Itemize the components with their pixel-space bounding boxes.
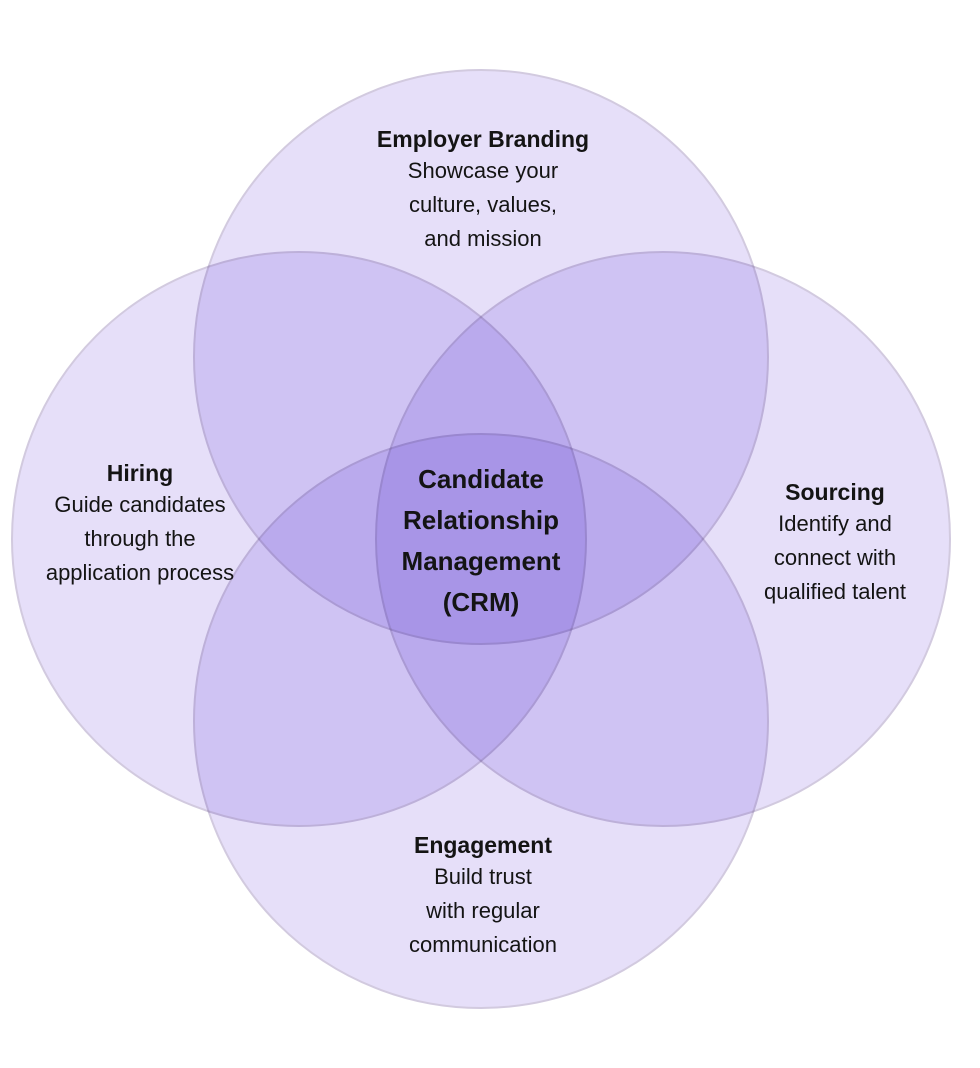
engagement-title: Engagement <box>413 832 553 858</box>
employer-branding-line: Showcase your <box>407 158 559 183</box>
engagement-line: communication <box>409 932 557 957</box>
circle-engagement <box>193 433 769 1009</box>
engagement-line: with regular <box>426 898 540 923</box>
label-employer-branding: Employer Branding Showcase your culture,… <box>283 124 683 256</box>
engagement-line: Build trust <box>434 864 532 889</box>
crm-line: Relationship <box>402 505 559 535</box>
hiring-line: through the <box>84 526 196 551</box>
label-engagement: Engagement Build trust with regular comm… <box>333 830 633 962</box>
sourcing-title: Sourcing <box>785 479 885 505</box>
label-hiring: Hiring Guide candidates through the appl… <box>20 458 260 590</box>
employer-branding-line: and mission <box>424 226 542 251</box>
label-center-crm: Candidate Relationship Management (CRM) <box>341 459 621 623</box>
crm-line: (CRM) <box>442 587 520 617</box>
hiring-line: application process <box>45 560 235 585</box>
sourcing-line: qualified talent <box>764 579 906 604</box>
employer-branding-title: Employer Branding <box>376 126 590 152</box>
sourcing-line: connect with <box>773 545 897 570</box>
label-sourcing: Sourcing Identify and connect with quali… <box>715 477 955 609</box>
hiring-line: Guide candidates <box>54 492 226 517</box>
employer-branding-line: culture, values, <box>409 192 557 217</box>
crm-line: Candidate <box>418 464 544 494</box>
crm-line: Management <box>401 546 561 576</box>
hiring-title: Hiring <box>106 460 174 486</box>
sourcing-line: Identify and <box>778 511 892 536</box>
